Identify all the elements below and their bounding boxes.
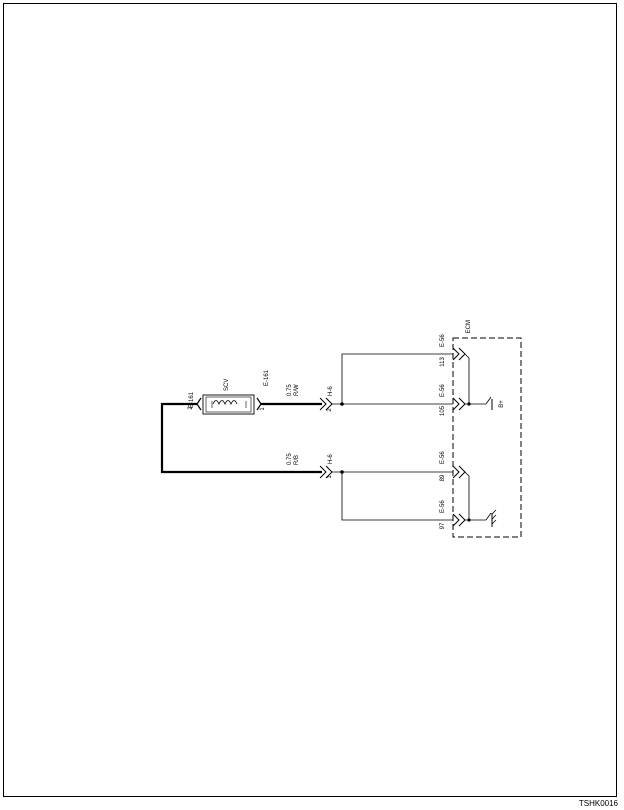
- wire-loop: [160, 402, 322, 474]
- ecm-node-lower: [467, 518, 471, 522]
- h6-upper-label: H-6: [328, 386, 334, 396]
- h6-lower-label: H-6: [328, 454, 334, 464]
- ground-icon: [491, 509, 497, 527]
- lower-wire-color: R/B: [294, 455, 300, 465]
- upper-wire-color: R/W: [294, 384, 300, 396]
- upper-wire-size: 0.75: [287, 384, 293, 396]
- scv-label: SCV: [224, 379, 230, 391]
- ecm-connector-label-89: E-56: [440, 451, 446, 464]
- battery-switch: [485, 396, 492, 405]
- splice-lower: [340, 470, 344, 474]
- ground-switch: [485, 512, 492, 521]
- ecm-internal-upper-link: [464, 353, 470, 404]
- ecm-pin-105: [452, 397, 466, 411]
- splice-upper: [340, 402, 344, 406]
- ecm-connector-label-105: E-56: [440, 384, 446, 397]
- ecm-pin-89-label: 89: [440, 474, 446, 481]
- ecm-pin-97: [452, 513, 466, 527]
- ecm-pin-105-label: 105: [440, 405, 446, 416]
- lower-wire-size: 0.75: [287, 453, 293, 465]
- battery-label: B+: [499, 400, 505, 408]
- scv-pin-1: 1: [260, 407, 266, 411]
- wire-lower-branch: [341, 472, 453, 521]
- ecm-connector-label-97: E-56: [440, 500, 446, 513]
- ecm-internal-lower-link: [464, 471, 470, 520]
- ecm-pin-89: [452, 465, 466, 479]
- scv-pin-2: 2: [188, 406, 194, 410]
- ecm-box: [452, 337, 522, 538]
- scv-connector-right-label: E-161: [264, 369, 270, 386]
- page-border: [3, 3, 617, 797]
- ecm-pin-97-label: 97: [440, 522, 446, 529]
- ecm-connector-label-113: E-56: [440, 334, 446, 347]
- scv-component: [202, 394, 255, 415]
- wire-upper-branch: [341, 353, 453, 404]
- ecm-node-upper: [467, 402, 471, 406]
- h6-lower-pin: 1: [327, 475, 333, 479]
- scv-connector-left-label: E-161: [189, 391, 195, 408]
- scv-connector-left: [196, 397, 202, 411]
- ecm-label: ECM: [466, 320, 472, 333]
- figure-code: TSHK0016: [578, 799, 618, 808]
- ecm-pin-113: [452, 347, 466, 361]
- ecm-pin-113-label: 113: [440, 357, 446, 367]
- h6-upper-pin: 2: [327, 408, 333, 412]
